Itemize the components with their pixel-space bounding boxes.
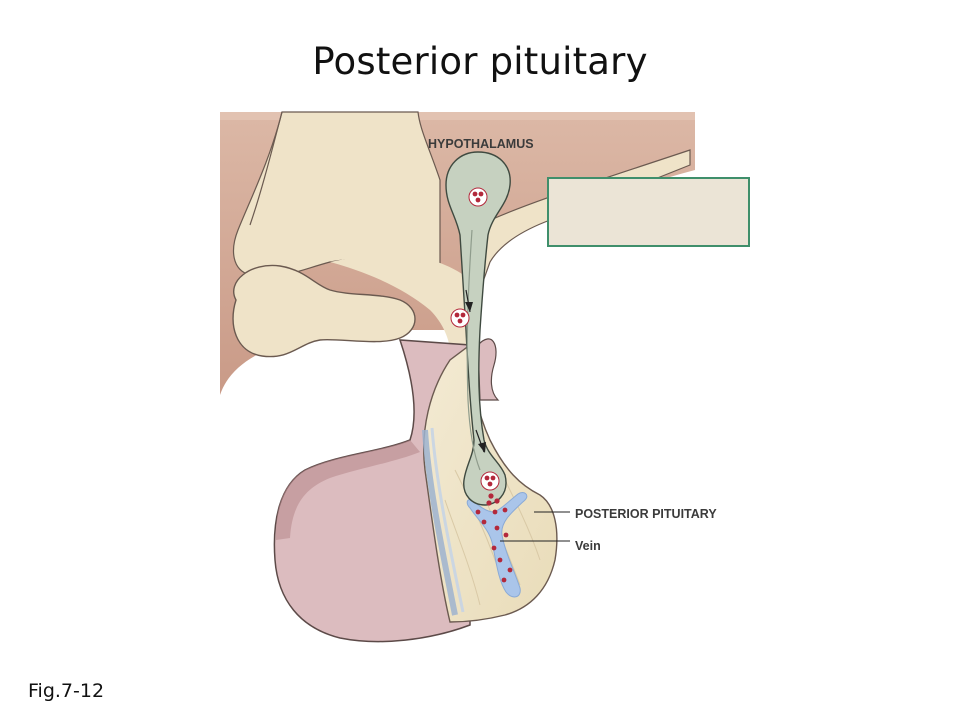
posterior-pituitary-label: POSTERIOR PITUITARY xyxy=(575,507,717,521)
hypothalamus-label: HYPOTHALAMUS xyxy=(428,137,534,151)
hormone-granules xyxy=(450,187,513,583)
neurosecretory-neuron xyxy=(445,151,511,506)
vesicle-axon xyxy=(450,308,470,328)
slide-title: Posterior pituitary xyxy=(312,40,648,83)
figure-caption: Fig.7-12 xyxy=(28,680,105,702)
released-hormone-dots xyxy=(475,493,513,583)
vesicle-terminal xyxy=(480,471,500,491)
vein-label: Vein xyxy=(575,539,601,553)
vesicle-cell-body xyxy=(468,187,488,207)
label-box xyxy=(547,177,750,247)
